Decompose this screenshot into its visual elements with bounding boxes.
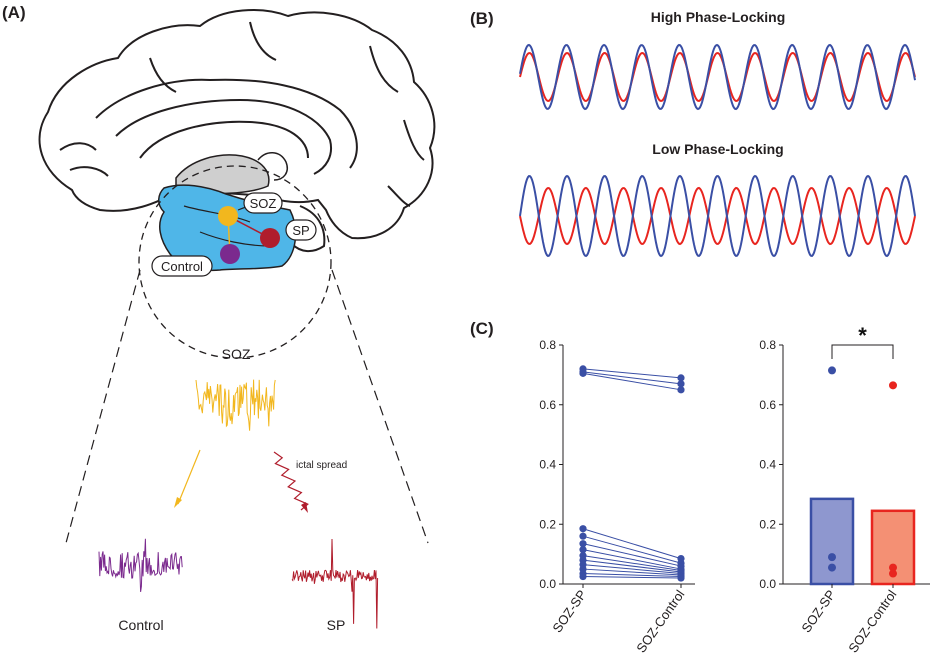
paired-line [582, 564, 682, 575]
paired-line [582, 568, 682, 576]
soz-signal-title: SOZ [222, 346, 251, 362]
sp-callout-label: SP [292, 223, 309, 238]
sp-node [260, 228, 280, 248]
high-locking-red-wave [519, 51, 916, 103]
bar-data-point [889, 563, 897, 572]
soz-eeg-trace [195, 379, 276, 431]
zoom-circle [138, 165, 332, 359]
bar-data-point [828, 553, 836, 562]
soz-callout [243, 192, 283, 214]
left-y-tick-label: 0.2 [539, 517, 556, 531]
bar-data-point [828, 366, 836, 375]
right-y-tick-label: 0.4 [759, 458, 776, 472]
control-callout [151, 255, 213, 277]
low-phase-locking-title: Low Phase-Locking [652, 141, 783, 157]
soz-sp-point [579, 540, 587, 548]
right-y-tick-label: 0.2 [759, 517, 776, 531]
panel-b-letter: (B) [470, 9, 494, 28]
soz-to-control-arrow [177, 449, 201, 505]
soz-control-point [677, 380, 685, 388]
ictal-spread-label: ictal spread [296, 460, 347, 471]
soz-control-point [677, 574, 685, 582]
significance-bracket [831, 344, 894, 359]
paired-line [582, 559, 682, 573]
panel-a-letter: (A) [2, 3, 26, 22]
paired-line [582, 368, 682, 379]
soz-sp-point [579, 546, 587, 554]
low-locking-red-wave [519, 186, 916, 246]
paired-line [582, 549, 682, 570]
left-category-label: SOZ-Control [633, 587, 687, 655]
brainstem-outline [291, 205, 326, 252]
paired-line [582, 543, 682, 567]
control-signal-label: Control [118, 617, 163, 633]
right-y-tick-label: 0.0 [759, 577, 776, 591]
panel-c-letter: (C) [470, 319, 494, 338]
sp-signal-label: SP [327, 617, 346, 633]
paired-line [582, 555, 682, 572]
significance-star: * [858, 323, 867, 348]
low-locking-blue-wave [519, 174, 916, 258]
right-y-tick-label: 0.8 [759, 338, 776, 352]
paired-line [582, 576, 682, 579]
paired-line [582, 371, 682, 385]
left-y-tick-label: 0.0 [539, 577, 556, 591]
right-category-label: SOZ-SP [798, 587, 838, 635]
soz-node [218, 206, 238, 226]
control-eeg-trace [98, 538, 183, 592]
sp-eeg-trace [291, 538, 379, 629]
control-node [220, 244, 240, 264]
soz-control-point [677, 374, 685, 382]
paired-line [582, 535, 682, 564]
left-category-label: SOZ-SP [549, 587, 589, 635]
soz-sp-point [579, 525, 587, 533]
right-y-tick-label: 0.6 [759, 398, 776, 412]
bar-data-point [889, 381, 897, 390]
corpus-callosum [139, 120, 309, 159]
high-phase-locking-title: High Phase-Locking [651, 9, 786, 25]
left-y-tick-label: 0.4 [539, 458, 556, 472]
left-y-tick-label: 0.6 [539, 398, 556, 412]
left-y-tick-label: 0.8 [539, 338, 556, 352]
soz-sp-point [579, 369, 587, 377]
ictal-spread-arrow [273, 451, 309, 511]
control-callout-label: Control [161, 259, 203, 274]
callosal-outer [115, 98, 332, 175]
soz-control-point [677, 386, 685, 394]
soz-callout-label: SOZ [250, 196, 277, 211]
high-locking-blue-wave [519, 43, 916, 111]
brain-illustration: SOZ SP Control [38, 9, 436, 544]
paired-line [582, 372, 682, 391]
sp-callout [285, 219, 317, 241]
soz-sp-point [579, 572, 587, 581]
paired-line [582, 528, 682, 560]
right-category-label: SOZ-Control [845, 587, 899, 655]
soz-sp-point [579, 532, 587, 540]
bar-data-point [889, 569, 897, 578]
bar-data-point [828, 563, 836, 572]
cingulate-sulcus [95, 78, 358, 169]
paired-line [582, 573, 682, 578]
